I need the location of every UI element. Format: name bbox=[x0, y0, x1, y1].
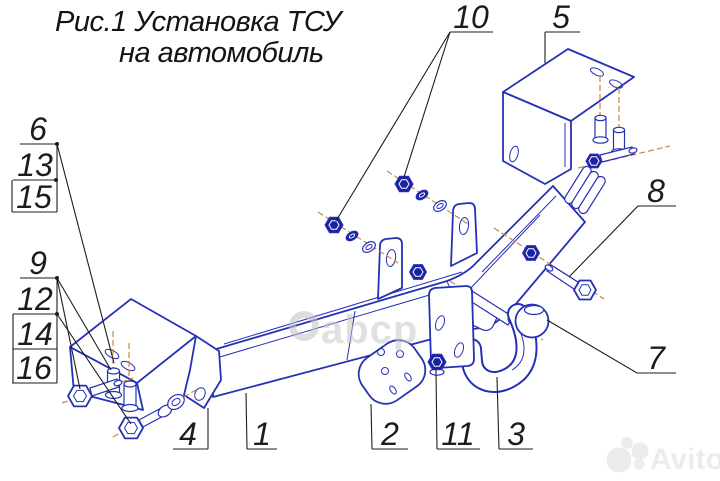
avito-watermark-text: Avito bbox=[650, 443, 720, 476]
left-bracket bbox=[61, 298, 222, 440]
callout-2-label: 2 bbox=[380, 416, 399, 452]
callout-14-label: 14 bbox=[17, 316, 53, 352]
callout-5: 5 bbox=[544, 0, 580, 63]
callout-10: 10 bbox=[335, 0, 493, 222]
fastener-chain-right bbox=[386, 170, 469, 225]
fastener-chain-left bbox=[317, 211, 399, 264]
annotations: Рис.1 Установка ТСУ на автомобиль 6 13 1… bbox=[11, 0, 676, 452]
bracket5-studs bbox=[592, 114, 628, 156]
callout-4-label: 4 bbox=[179, 416, 197, 452]
center-watermark: abcp bbox=[289, 308, 418, 352]
abcp-watermark-text: abcp bbox=[321, 308, 418, 352]
avito-watermark: Avito bbox=[606, 437, 720, 476]
callout-16-label: 16 bbox=[16, 350, 52, 386]
callout-7-label: 7 bbox=[647, 340, 666, 376]
beam-end-plates bbox=[564, 165, 606, 215]
callout-11: 11 bbox=[435, 369, 480, 452]
beam-nut bbox=[408, 264, 428, 280]
bracket5-side-stud bbox=[577, 145, 671, 169]
callout-10-label: 10 bbox=[453, 0, 489, 35]
callout-7: 7 bbox=[546, 319, 676, 376]
left-bracket-bolt-lower bbox=[112, 389, 197, 440]
callout-5-label: 5 bbox=[552, 0, 570, 35]
callout-3: 3 bbox=[496, 376, 533, 452]
callout-12-label: 12 bbox=[17, 281, 53, 317]
abcp-ring-logo-icon bbox=[289, 311, 319, 341]
callout-8: 8 bbox=[568, 173, 676, 278]
callout-9-label: 9 bbox=[29, 245, 47, 281]
callout-8-label: 8 bbox=[647, 173, 665, 209]
callout-1: 1 bbox=[245, 392, 277, 452]
figure-caption-line1: Рис.1 Установка ТСУ bbox=[55, 6, 344, 38]
callout-15-label: 15 bbox=[16, 179, 52, 215]
left-bracket-bolt-upper bbox=[61, 377, 134, 408]
callout-11-label: 11 bbox=[441, 416, 474, 452]
callout-4: 4 bbox=[173, 408, 209, 452]
callout-group-9-12-14-16: 9 12 14 16 bbox=[12, 245, 132, 425]
towbar-assembly bbox=[61, 48, 671, 440]
callout-6-label: 6 bbox=[29, 111, 47, 147]
callout-group-6-13-15: 6 13 15 bbox=[11, 111, 115, 364]
callout-13-label: 13 bbox=[17, 147, 53, 183]
beam-ears bbox=[377, 202, 478, 300]
callout-1-label: 1 bbox=[253, 416, 271, 452]
callout-2: 2 bbox=[370, 403, 408, 452]
oval-plate bbox=[357, 339, 427, 405]
avito-logo-icon bbox=[606, 437, 649, 473]
right-bracket bbox=[502, 48, 671, 185]
figure-caption-line2: на автомобиль bbox=[119, 37, 324, 69]
ball-coupling bbox=[427, 280, 550, 393]
nut-11 bbox=[427, 353, 447, 376]
bolt-8-and-nut bbox=[493, 227, 605, 301]
callout-3-label: 3 bbox=[507, 416, 525, 452]
ball-neck-fill bbox=[462, 305, 536, 391]
